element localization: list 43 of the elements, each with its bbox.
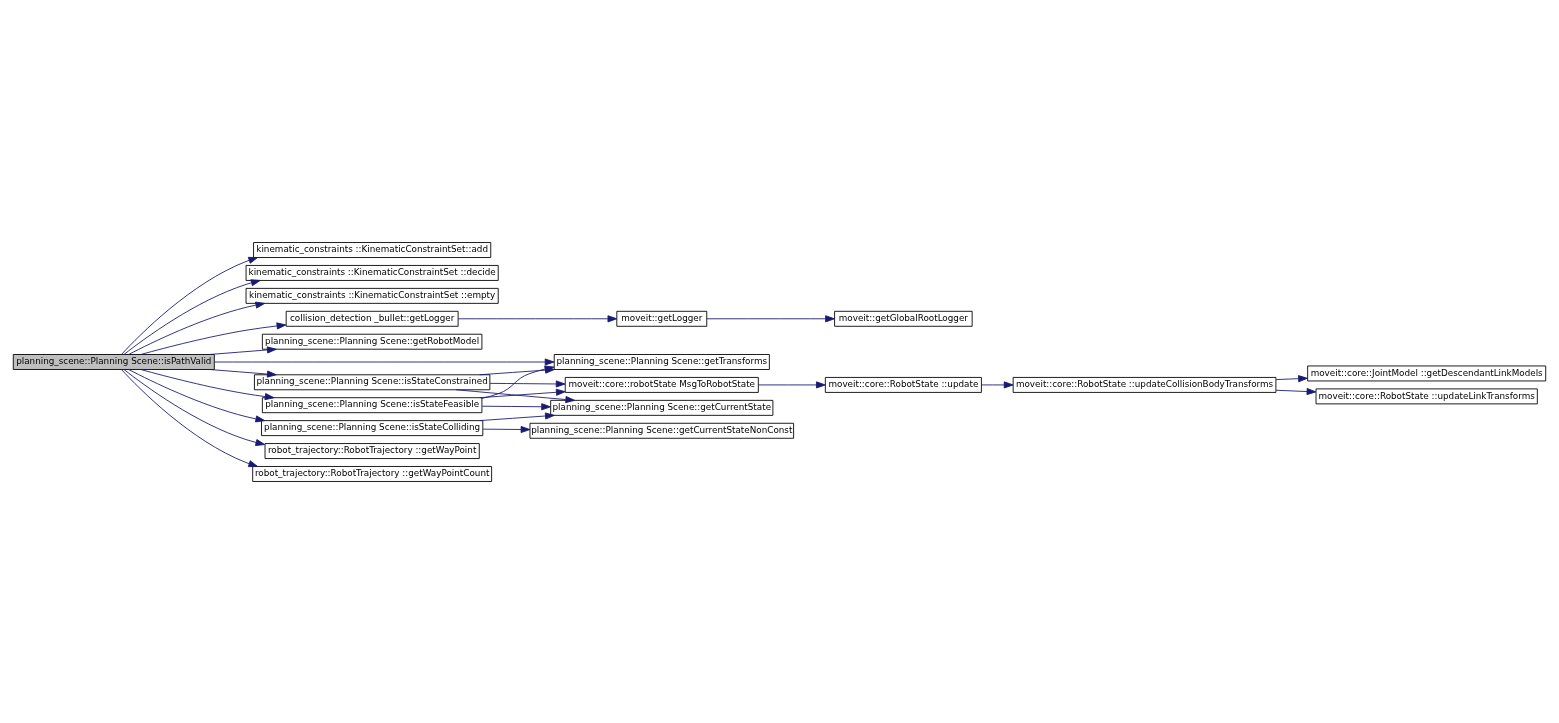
arrow: [981, 380, 1014, 388]
node-box: kinematic_constraints ::KinematicConstraintSet::add: [253, 241, 492, 258]
arrow: [1275, 374, 1308, 382]
node-box: kinematic_constraints ::KinematicConstraintSet ::empty: [245, 287, 499, 304]
node-box: robot_trajectory::RobotTrajectory ::getWayPointCount: [252, 465, 493, 482]
node-box: robot_trajectory::RobotTrajectory ::getWayPoint: [264, 442, 480, 459]
arrow: [121, 256, 259, 355]
arrow: [489, 379, 566, 387]
arrow: [209, 368, 277, 378]
arrow: [481, 402, 551, 410]
arrow: [457, 314, 618, 322]
arrow: [214, 357, 555, 366]
arrow: [209, 345, 277, 355]
node-box: moveit::core::RobotState ::update: [824, 376, 982, 393]
node-box: planning_scene::Planning Scene::getRobotModel: [261, 333, 483, 350]
node-box: planning_scene::Planning Scene::getCurrentState: [550, 399, 774, 416]
arrow: [123, 278, 261, 355]
arrow: [1275, 387, 1317, 395]
node-box: planning_scene::Planning Scene::isStateFeasible: [261, 396, 483, 413]
arrow: [479, 411, 555, 421]
arrow: [479, 388, 566, 398]
arrow: [455, 388, 576, 403]
node-box: planning_scene::Planning Scene::isStateConstrained: [254, 373, 491, 390]
arrow: [706, 314, 835, 322]
node-box: planning_scene::Planning Scene::getCurrentStateNonConst: [529, 422, 795, 439]
arrow: [128, 301, 266, 355]
node-box: kinematic_constraints ::KinematicConstraintSet ::decide: [245, 264, 499, 281]
node-box: moveit::core::robotState MsgToRobotState: [564, 376, 759, 393]
node-box: collision_detection _bullet::getLogger: [285, 310, 459, 327]
arrow: [140, 321, 287, 355]
node-box: moveit::getGlobalRootLogger: [834, 310, 973, 327]
arrow: [482, 425, 531, 433]
node-box: moveit::core::JointModel ::getDescendantLinkModels: [1307, 365, 1547, 381]
node-box: planning_scene::Planning Scene::isStateColliding: [261, 419, 484, 436]
arrow: [128, 368, 266, 422]
arrow: [140, 368, 275, 400]
node-box: planning_scene::Planning Scene::getTransforms: [553, 353, 770, 370]
node-box: moveit::core::RobotState ::updateCollisionBodyTransforms: [1012, 376, 1277, 393]
node-box: moveit::getLogger: [616, 310, 708, 327]
arrow: [121, 368, 259, 467]
arrow: [123, 368, 266, 446]
node-box: planning_scene::Planning Scene::isPathValid: [12, 353, 215, 370]
node-box: moveit::core::RobotState ::updateLinkTransforms: [1315, 387, 1538, 404]
